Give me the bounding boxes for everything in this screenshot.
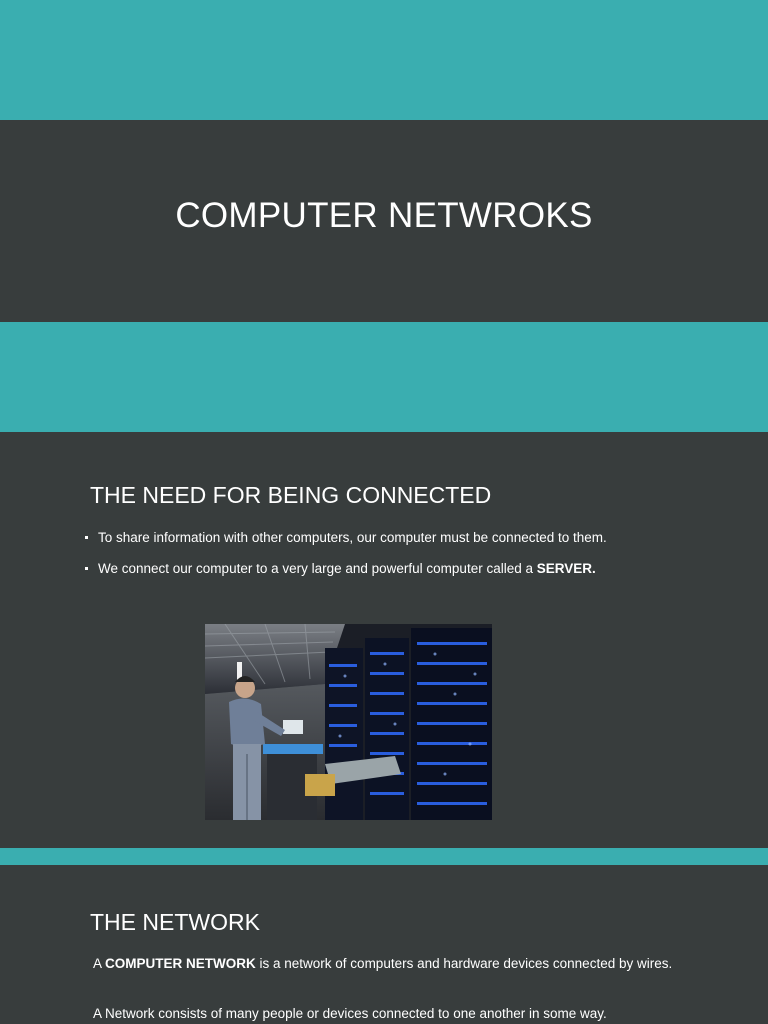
bullet-list: To share information with other computer…	[84, 530, 607, 592]
bullet-item: We connect our computer to a very large …	[84, 561, 607, 576]
teal-band-top	[0, 0, 768, 120]
teal-band-bottom	[0, 848, 768, 865]
slide-heading: THE NETWORK	[90, 909, 260, 935]
paragraph-bold-text: COMPUTER NETWORK	[105, 956, 256, 971]
server-room-photo	[205, 624, 492, 820]
definition-paragraph: A COMPUTER NETWORK is a network of compu…	[93, 955, 693, 972]
paragraph-suffix: is a network of computers and hardware d…	[255, 956, 673, 971]
slide-heading: THE NEED FOR BEING CONNECTED	[90, 482, 492, 508]
teal-band-middle	[0, 322, 768, 432]
bullet-bold-text: SERVER	[536, 561, 593, 576]
bullet-text: We connect our computer to a very large …	[98, 561, 537, 576]
bullet-text: To share information with other computer…	[98, 530, 607, 545]
slide-title: COMPUTER NETWROKS	[175, 196, 593, 235]
server-room-illustration	[205, 624, 492, 820]
description-paragraph: A Network consists of many people or dev…	[93, 1006, 607, 1021]
bullet-item: To share information with other computer…	[84, 530, 607, 545]
network-slide: THE NETWORK A COMPUTER NETWORK is a netw…	[0, 865, 768, 1024]
title-slide: COMPUTER NETWROKS	[0, 120, 768, 322]
paragraph-prefix: A	[93, 956, 106, 971]
need-slide: THE NEED FOR BEING CONNECTED To share in…	[0, 432, 768, 848]
bullet-suffix: .	[592, 561, 596, 576]
